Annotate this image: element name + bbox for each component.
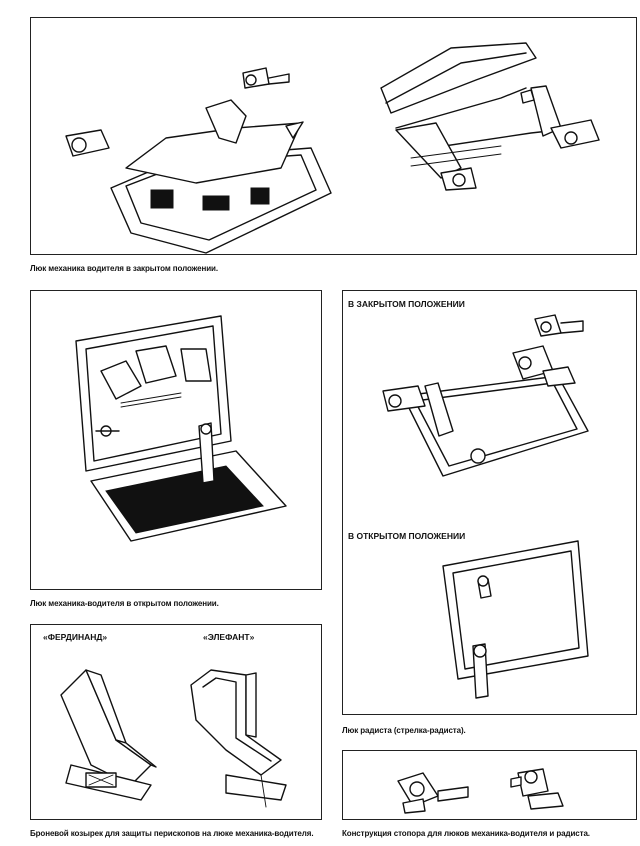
panel-latch-design [342, 750, 637, 820]
panel-radio-hatch: В ЗАКРЫТОМ ПОЛОЖЕНИИ В ОТКРЫТОМ ПОЛОЖЕНИ… [342, 290, 637, 715]
caption-driver-hatch-closed: Люк механика водителя в закрытом положен… [30, 264, 218, 273]
caption-latch-design: Конструкция стопора для люков механика-в… [342, 829, 590, 838]
driver-hatch-open-drawing [75, 315, 287, 542]
panel-driver-hatch-open [30, 290, 322, 590]
panel-driver-hatch-closed [30, 17, 637, 255]
caption-radio-hatch: Люк радиста (стрелка-радиста). [342, 726, 466, 735]
armored-visor-drawing [60, 669, 287, 808]
panel-armored-visor: «ФЕРДИНАНД» «ЭЛЕФАНТ» [30, 624, 322, 820]
label-ferdinand: «ФЕРДИНАНД» [43, 632, 108, 642]
radio-hatch-drawing [382, 314, 589, 699]
label-open-position: В ОТКРЫТОМ ПОЛОЖЕНИИ [348, 531, 466, 541]
latch-design-drawing [397, 768, 564, 814]
driver-hatch-closed-drawing [65, 42, 600, 254]
label-closed-position: В ЗАКРЫТОМ ПОЛОЖЕНИИ [348, 299, 465, 309]
caption-driver-hatch-open: Люк механика-водителя в открытом положен… [30, 599, 219, 608]
caption-armored-visor: Броневой козырек для защиты перископов н… [30, 829, 314, 838]
label-elefant: «ЭЛЕФАНТ» [203, 632, 255, 642]
